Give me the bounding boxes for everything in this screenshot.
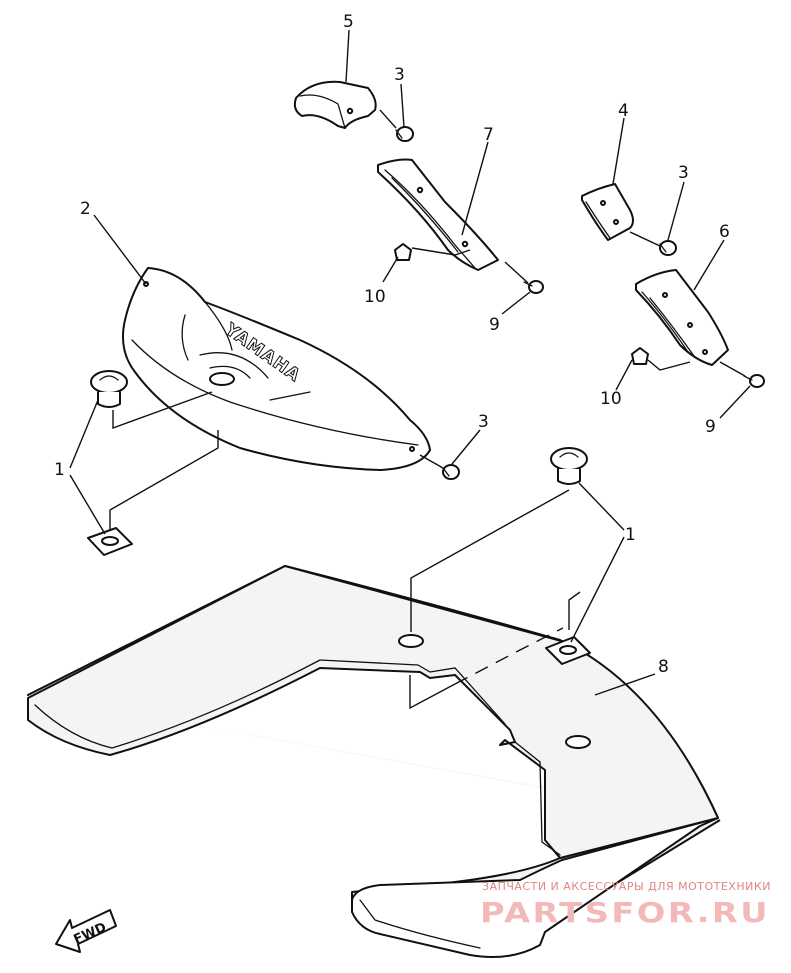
callout-5: 5	[343, 12, 354, 32]
watermark-site: PARTSFOR.RU	[480, 896, 770, 929]
grommet-base-right	[545, 636, 591, 665]
bolt-part-9-right	[743, 374, 765, 388]
floor-mat-part-8	[27, 565, 721, 958]
callout-labels: 5 3 7 4 3 6 2 10 9 10 9 3 1 1 8	[54, 12, 730, 677]
grommet-part-1-left	[90, 370, 128, 408]
watermark-tagline: ЗАПЧАСТИ И АКСЕССУАРЫ ДЛЯ МОТОТЕХНИКИ	[482, 880, 771, 893]
assembly-lines	[109, 109, 746, 710]
callout-1-left: 1	[54, 460, 65, 480]
bolt-part-9-left	[523, 280, 544, 294]
callout-6: 6	[719, 222, 730, 242]
bracket-part-5	[293, 80, 377, 129]
clip-part-10-right	[631, 347, 649, 365]
vent-panel-part-6	[635, 269, 729, 366]
callout-7: 7	[483, 125, 494, 145]
screw-part-3-right	[659, 240, 677, 256]
front-cover-part-2: YAMAHA	[122, 267, 431, 471]
callout-3-lower: 3	[478, 412, 489, 432]
watermark: ЗАПЧАСТИ И АКСЕССУАРЫ ДЛЯ МОТОТЕХНИКИ PA…	[480, 880, 771, 929]
callout-1-right: 1	[625, 525, 636, 545]
plate-part-4	[581, 183, 634, 241]
callout-10-right: 10	[600, 389, 622, 409]
vent-panel-part-7	[377, 158, 499, 271]
callout-3-right: 3	[678, 163, 689, 183]
screw-part-3-upper	[395, 126, 414, 142]
callout-10-left: 10	[364, 287, 386, 307]
callout-8: 8	[658, 657, 669, 677]
callout-2: 2	[80, 199, 91, 219]
callout-9-left: 9	[489, 315, 500, 335]
callout-3-upper: 3	[394, 65, 405, 85]
leader-lines	[69, 29, 751, 696]
grommet-base-left	[87, 527, 133, 556]
screw-part-3-lower	[442, 464, 460, 480]
grommet-part-1-right	[550, 447, 588, 485]
forward-direction-arrow: FWD	[55, 909, 117, 953]
callout-9-right: 9	[705, 417, 716, 437]
callout-4: 4	[618, 101, 629, 121]
